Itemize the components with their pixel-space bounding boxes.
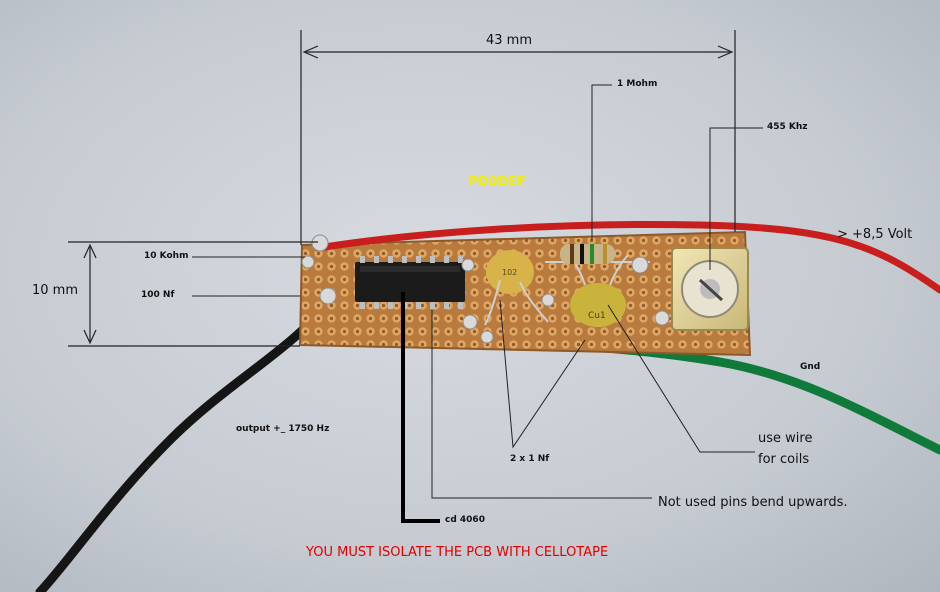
- warning-label: YOU MUST ISOLATE THE PCB WITH CELLOTAPE: [306, 545, 609, 560]
- output-wire: [35, 295, 333, 592]
- solder-joints: [301, 234, 670, 344]
- xtal-label: 455 Khz: [767, 122, 808, 132]
- callsign-label: PD0DEF: [468, 175, 526, 190]
- capacitor-100n-label: 100 Nf: [141, 290, 175, 300]
- output-label: output +_ 1750 Hz: [236, 424, 330, 434]
- cap-marking-2: 102: [502, 268, 517, 277]
- dimension-lines: [68, 30, 736, 347]
- unused-pins-label: Not used pins bend upwards.: [658, 495, 848, 510]
- width-dimension-label: 43 mm: [486, 33, 533, 48]
- resistor-1m-label: 1 Mohm: [617, 79, 658, 89]
- gnd-label: Gnd: [800, 362, 821, 372]
- leader-lines: [192, 84, 763, 499]
- ic-chip: [355, 256, 465, 309]
- supply-wire: [314, 220, 940, 294]
- trimmer-coil: [671, 247, 749, 331]
- cap-marking: Cu1: [588, 311, 606, 321]
- ceramic-capacitor-1: 102: [484, 250, 549, 326]
- height-dimension-label: 10 mm: [32, 283, 79, 298]
- supply-label: > +8,5 Volt: [837, 227, 913, 242]
- resistor-10k-label: 10 Kohm: [144, 251, 189, 261]
- coil-wire-label-line2: for coils: [758, 452, 810, 467]
- coil-wire-label-line1: use wire: [758, 431, 813, 446]
- ic-leader: [401, 292, 440, 523]
- capacitors-1n-label: 2 x 1 Nf: [510, 454, 550, 464]
- ic-label: cd 4060: [445, 515, 485, 525]
